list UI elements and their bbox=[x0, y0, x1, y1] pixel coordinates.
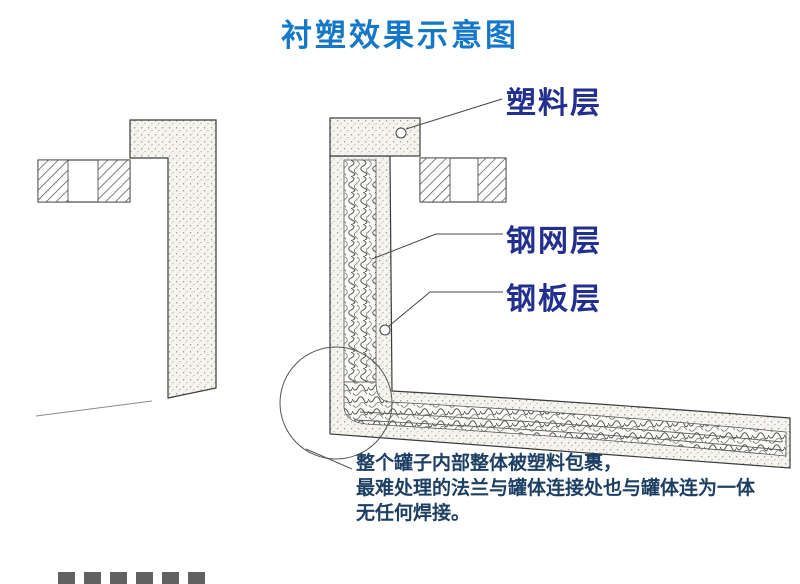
page-title: 衬塑效果示意图 bbox=[281, 18, 519, 53]
right-flange-tank-section bbox=[329, 117, 791, 469]
left-wall-break-line bbox=[35, 400, 153, 417]
plastic-layer-leader-line bbox=[405, 98, 503, 130]
steel-mesh-tank-wall bbox=[343, 381, 787, 457]
right-plastic-cap bbox=[329, 117, 421, 157]
mesh-strand-1 bbox=[359, 411, 783, 443]
cropped-watermark-fragment bbox=[58, 572, 205, 584]
caption-leader-line bbox=[305, 448, 353, 470]
corner-highlight-circle bbox=[279, 346, 393, 460]
caption-line-2: 最难处理的法兰与罐体连接处也与罐体连为一体 bbox=[356, 478, 756, 499]
watermark-glyph bbox=[84, 572, 101, 584]
label-steel-mesh-layer: 钢网层 bbox=[506, 225, 602, 258]
watermark-glyph bbox=[136, 572, 153, 584]
left-flange-hatch-outer bbox=[37, 159, 69, 203]
caption-line-3: 无任何焊接。 bbox=[356, 503, 471, 524]
annotations bbox=[279, 98, 503, 470]
right-flange-hatch-outer bbox=[477, 157, 507, 203]
plate-layer-leader-line bbox=[388, 291, 503, 327]
mesh-strand-2 bbox=[353, 419, 783, 451]
label-steel-plate-layer: 钢板层 bbox=[506, 283, 602, 316]
watermark-glyph bbox=[162, 572, 179, 584]
watermark-glyph bbox=[58, 572, 75, 584]
caption-block: 整个罐子内部整体被塑料包裹， 最难处理的法兰与罐体连接处也与罐体连为一体 无任何… bbox=[356, 451, 755, 526]
plate-anchor-circle bbox=[379, 324, 391, 336]
right-flange-hatch-inner bbox=[419, 157, 451, 203]
watermark-glyph bbox=[188, 572, 205, 584]
left-flange-hatch-inner bbox=[97, 159, 131, 203]
steel-mesh-column bbox=[343, 159, 377, 383]
plastic-anchor-circle bbox=[395, 127, 407, 139]
watermark-glyph bbox=[110, 572, 127, 584]
left-flange-cross-section bbox=[35, 119, 217, 417]
label-plastic-layer: 塑料层 bbox=[506, 87, 602, 120]
mesh-layer-leader-line bbox=[371, 233, 503, 260]
caption-line-1: 整个罐子内部整体被塑料包裹， bbox=[356, 453, 623, 474]
left-plastic-lining-shape bbox=[129, 119, 217, 399]
